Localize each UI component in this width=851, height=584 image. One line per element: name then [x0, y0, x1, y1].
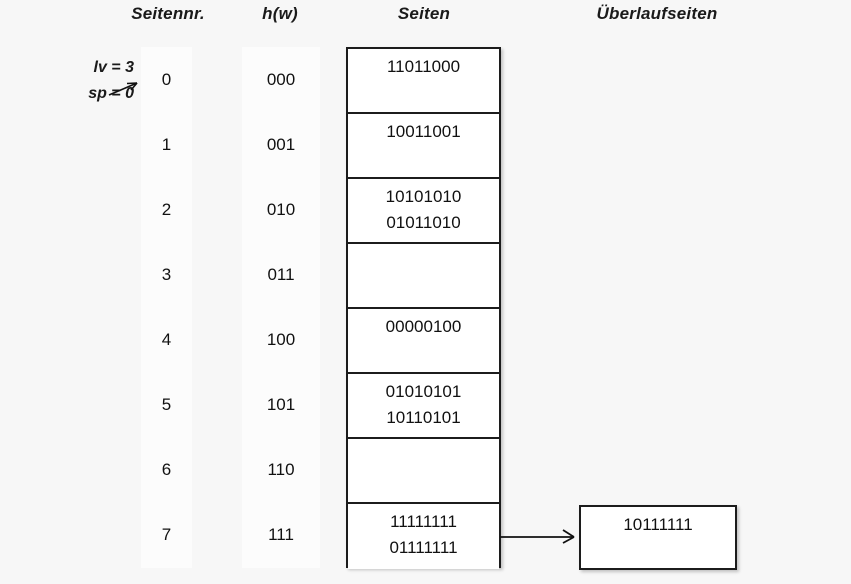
seiten-record: 01011010	[386, 213, 461, 232]
seitennr-value: 5	[161, 394, 172, 414]
arrow-right-icon	[108, 82, 138, 96]
seiten-cell	[348, 244, 499, 309]
ueberlaufseite-box: 10111111	[579, 505, 737, 570]
overflow-arrow-right-icon	[500, 529, 575, 544]
seitennr-column: 0 1 2 3 4 5 6 7	[141, 47, 192, 568]
seiten-table: 11011000 10011001 10101010 01011010 0000…	[346, 47, 501, 569]
hw-value: 001	[266, 134, 296, 154]
hw-value: 101	[266, 394, 296, 414]
seitennr-value: 0	[161, 69, 172, 89]
hw-value: 100	[266, 329, 296, 349]
seiten-cell: 11011000	[348, 49, 499, 114]
hw-value: 000	[266, 69, 296, 89]
seiten-record: 10101010	[385, 187, 462, 206]
seiten-record: 01111111	[389, 538, 458, 557]
seiten-cell: 10101010 01011010	[348, 179, 499, 244]
hw-value: 110	[267, 459, 295, 479]
ueberlaufseite-record: 10111111	[623, 515, 693, 534]
seitennr-value: 4	[161, 329, 172, 349]
seiten-cell: 10011001	[348, 114, 499, 179]
hw-column-strip	[242, 47, 320, 568]
seitennr-value: 3	[161, 264, 172, 284]
seiten-record: 01010101	[385, 382, 462, 401]
seiten-cell: 11111111 01111111	[348, 504, 499, 569]
column-header-ueberlaufseiten: Überlaufseiten	[596, 4, 718, 23]
hw-column: 000 001 010 011 100 101 110 111	[242, 47, 320, 568]
seiten-record: 10011001	[386, 122, 461, 141]
column-header-hw: h(w)	[262, 4, 298, 23]
seiten-cell: 00000100	[348, 309, 499, 374]
seiten-record: 11111111	[390, 512, 457, 531]
seiten-record: 11011000	[386, 57, 461, 76]
seitennr-value: 6	[161, 459, 172, 479]
lv-label: lv = 3	[93, 59, 134, 76]
seiten-record: 00000100	[385, 317, 462, 336]
hw-value: 011	[267, 264, 295, 284]
hw-value: 010	[266, 199, 296, 219]
column-header-seiten: Seiten	[397, 4, 451, 23]
hw-value: 111	[268, 524, 294, 544]
column-header-seitennr: Seitennr.	[131, 4, 205, 23]
seiten-record: 10110101	[386, 408, 461, 427]
seitennr-value: 7	[161, 524, 172, 544]
seitennr-column-strip	[141, 47, 192, 568]
seiten-cell: 01010101 10110101	[348, 374, 499, 439]
seiten-cell	[348, 439, 499, 504]
seitennr-value: 1	[161, 134, 172, 154]
seitennr-value: 2	[161, 199, 172, 219]
